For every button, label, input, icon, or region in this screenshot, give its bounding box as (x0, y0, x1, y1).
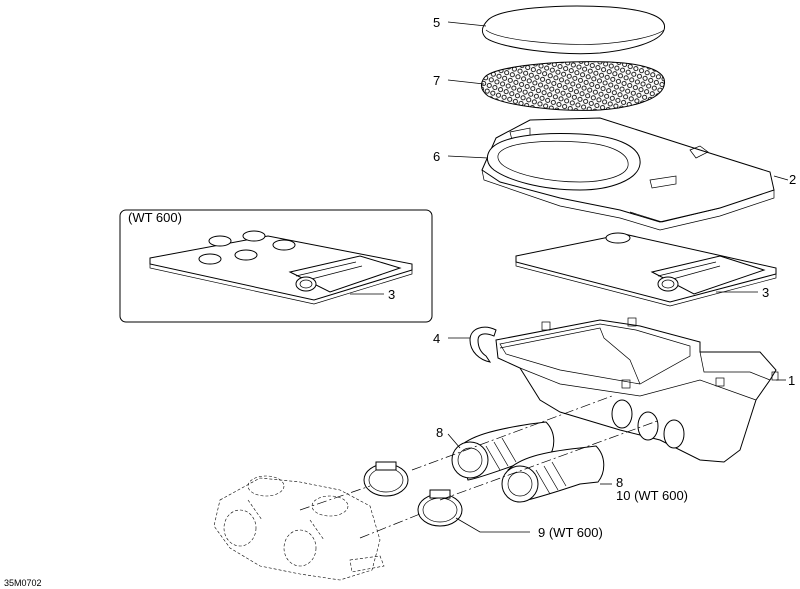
inset-title: (WT 600) (128, 210, 182, 225)
adaptor-part-8-lower (501, 445, 605, 503)
inset-wt600: (WT 600) (119, 209, 433, 323)
clamp-part-9-upper (363, 461, 409, 497)
centerline-carb-upper (299, 485, 371, 511)
callout-6: 6 (433, 149, 440, 164)
callout-3-inset: 3 (388, 287, 395, 302)
carburetor-outline (213, 475, 385, 581)
callout-10: 10 (WT 600) (616, 488, 688, 503)
callout-3: 3 (762, 285, 769, 300)
callout-8-upper: 8 (436, 425, 443, 440)
clamp-part-9-lower (417, 489, 463, 527)
centerline-carb-lower (359, 513, 421, 539)
callout-7: 7 (433, 73, 440, 88)
callout-9: 9 (WT 600) (538, 525, 603, 540)
airbox-part-1 (495, 317, 779, 463)
callout-5: 5 (433, 15, 440, 30)
centerline-lower (439, 419, 661, 501)
adaptor-part-8-upper (451, 421, 555, 481)
leader-lines (350, 21, 789, 533)
callout-2: 2 (789, 172, 796, 187)
seal-part-6 (486, 133, 641, 191)
clip-part-4 (469, 326, 497, 363)
callout-8-lower: 8 (616, 475, 623, 490)
mesh-screen-part-7 (480, 61, 666, 111)
callout-4: 4 (433, 331, 440, 346)
callout-1: 1 (788, 373, 795, 388)
plate-part-3 (515, 232, 777, 307)
filter-pad-part-5 (481, 5, 666, 55)
reference-code: 35M0702 (4, 578, 42, 588)
inset-plate-part-3 (149, 230, 413, 305)
